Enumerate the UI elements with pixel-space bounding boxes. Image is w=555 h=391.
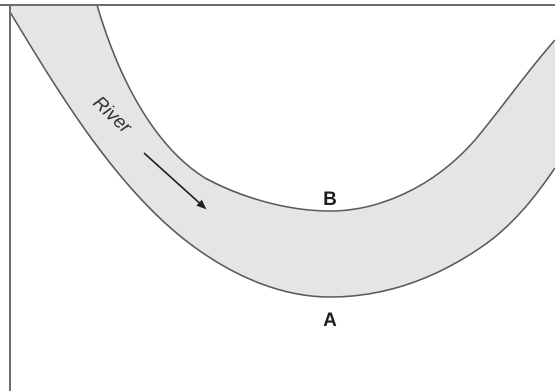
outer-bank-line	[9, 11, 555, 298]
inner-bank-line	[96, 4, 555, 212]
river-channel	[10, 5, 555, 297]
point-b-label: B	[323, 189, 337, 210]
flow-direction-arrow	[143, 152, 207, 210]
point-a-label: A	[323, 310, 337, 331]
